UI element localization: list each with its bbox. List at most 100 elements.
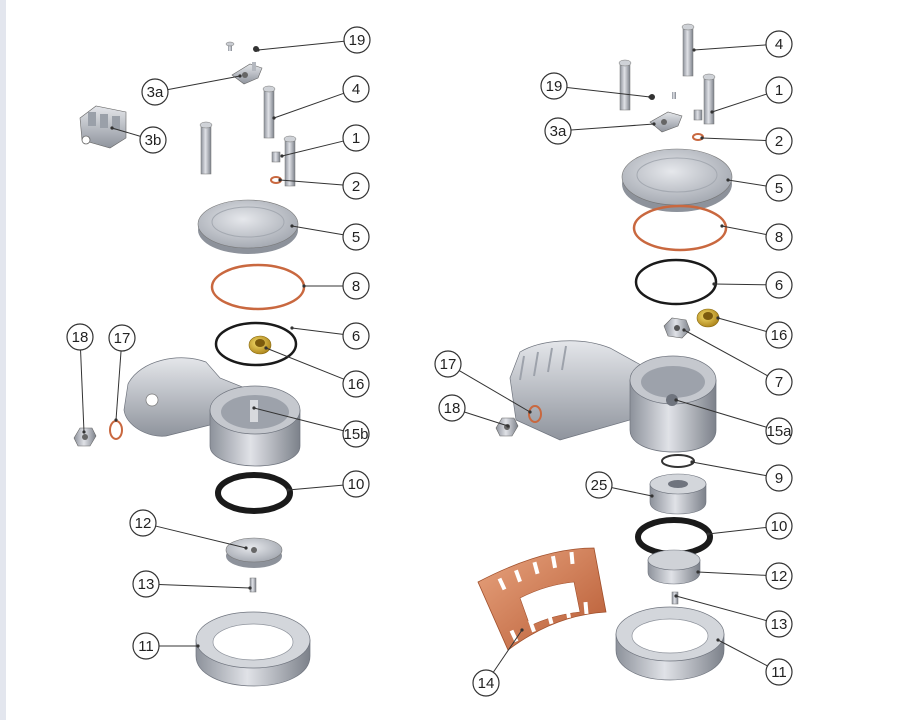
bolt-icon [681, 23, 695, 77]
callout-label: 19 [349, 32, 366, 49]
callout-4: 4 [692, 30, 793, 58]
leader-line [287, 484, 344, 491]
callout-circle [765, 174, 793, 202]
callout-label: 4 [352, 81, 360, 98]
leader-line [158, 584, 251, 589]
callout-circle [540, 72, 568, 100]
ring-nut-icon [615, 606, 725, 681]
callout-18: 18 [66, 323, 94, 434]
cover-plate-icon [621, 148, 733, 212]
right-assembly [477, 23, 733, 681]
callout-label: 18 [72, 329, 89, 346]
callout-label: 16 [348, 376, 365, 393]
leader-dot [256, 48, 260, 52]
nut-icon [663, 317, 691, 339]
leader-dot [248, 586, 252, 590]
leader-dot [696, 570, 700, 574]
leader-dot [286, 488, 290, 492]
leader-dot [114, 418, 118, 422]
leader-line [727, 179, 767, 187]
callout-label: 15b [343, 426, 368, 443]
callout-6: 6 [712, 271, 793, 299]
callout-17: 17 [108, 324, 136, 422]
callout-circle [765, 30, 793, 58]
bolt-icon [702, 73, 716, 125]
leader-dot [264, 346, 268, 350]
callout-circle [342, 420, 370, 448]
window-edge [0, 0, 6, 720]
leader-line [717, 317, 767, 332]
pin-icon [249, 577, 257, 593]
leader-line [717, 639, 768, 667]
leader-line [458, 370, 531, 413]
o-ring-icon [214, 321, 298, 367]
callout-circle [765, 610, 793, 638]
leader-dot [674, 398, 678, 402]
leader-line [721, 225, 767, 236]
leader-line [675, 399, 767, 428]
leader-line [693, 44, 767, 51]
leader-dot [110, 126, 114, 130]
callout-18: 18 [438, 394, 510, 428]
callout-circle [342, 124, 370, 152]
leader-dot [520, 628, 524, 632]
fitting-icon [271, 151, 281, 163]
callout-6: 6 [290, 322, 370, 350]
callout-circle [342, 370, 370, 398]
leader-dot [290, 326, 294, 330]
leader-line [115, 350, 122, 421]
callout-10: 10 [706, 512, 793, 540]
disk-icon [225, 537, 283, 568]
leader-dot [692, 48, 696, 52]
callout-15b: 15b [252, 406, 370, 448]
o-ring-icon [634, 258, 718, 306]
callout-5: 5 [290, 223, 370, 251]
fitting-icon [693, 109, 703, 121]
leader-dot [272, 116, 276, 120]
callout-label: 4 [775, 36, 783, 53]
callout-label: 11 [138, 638, 154, 655]
callout-25: 25 [585, 471, 654, 499]
callout-11: 11 [716, 638, 793, 686]
leader-line [273, 92, 344, 119]
callout-10: 10 [286, 470, 370, 498]
leader-dot [712, 282, 716, 286]
leader-dot [716, 316, 720, 320]
callout-circle [765, 271, 793, 299]
o-ring-icon [528, 405, 542, 423]
spring-sheet-icon [477, 547, 607, 651]
leader-line [80, 349, 85, 433]
callout-circle [342, 322, 370, 350]
callout-13: 13 [132, 570, 252, 598]
callout-label: 12 [135, 515, 152, 532]
callout-label: 8 [352, 278, 360, 295]
callout-circle [434, 350, 462, 378]
leader-dot [706, 532, 710, 536]
leader-dot [506, 424, 510, 428]
leader-line [701, 137, 767, 141]
leader-dot [82, 430, 86, 434]
callout-label: 10 [771, 518, 788, 535]
callout-circle [765, 417, 793, 445]
callout-circle [129, 509, 157, 537]
leader-line [697, 571, 767, 576]
bolt-icon [262, 85, 276, 139]
callout-circle [342, 172, 370, 200]
callout-label: 1 [775, 82, 783, 99]
gasket-ring-icon [210, 263, 306, 311]
callout-19: 19 [540, 72, 652, 100]
callout-11: 11 [132, 632, 200, 660]
callout-label: 9 [775, 470, 783, 487]
callout-label: 11 [771, 664, 787, 681]
leader-line [570, 123, 655, 131]
callout-label: 25 [591, 477, 608, 494]
callout-8: 8 [720, 223, 793, 251]
leader-line [492, 629, 523, 673]
callout-5: 5 [726, 174, 793, 202]
callout-circle [343, 26, 371, 54]
callout-circle [765, 464, 793, 492]
leader-line [281, 140, 344, 157]
leader-line [253, 407, 344, 432]
